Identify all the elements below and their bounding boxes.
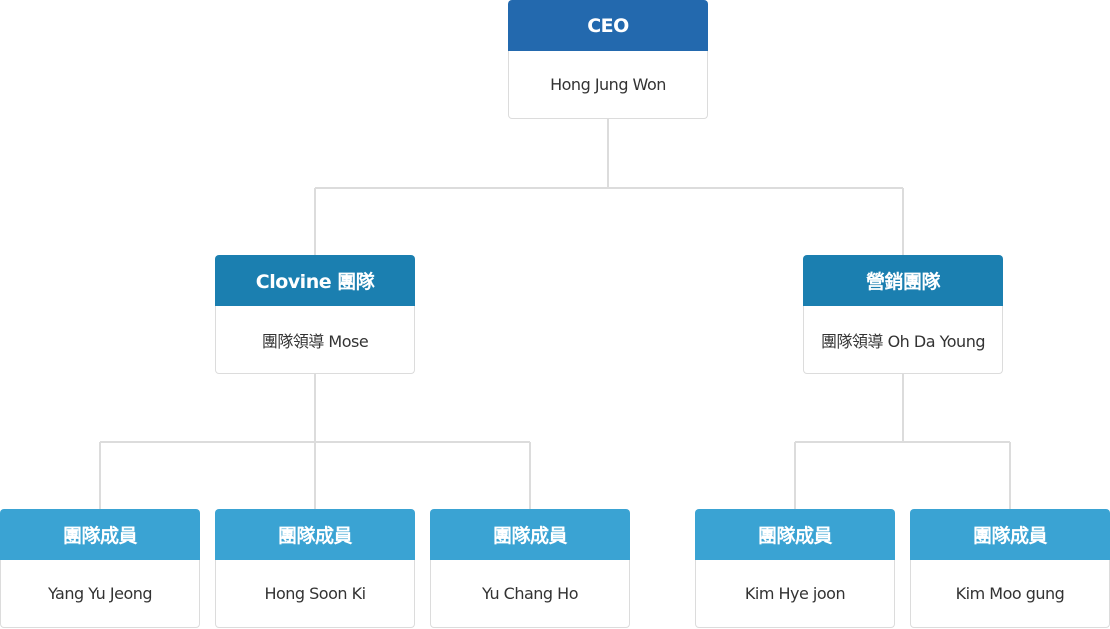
org-node-member: 團隊成員 Kim Hye joon	[695, 509, 895, 628]
connector-marketing-to-members	[794, 374, 1011, 509]
node-title: 團隊成員	[910, 509, 1110, 560]
node-title: 團隊成員	[215, 509, 415, 560]
node-name: Kim Moo gung	[910, 560, 1110, 628]
node-name: 團隊領導 Oh Da Young	[803, 306, 1003, 374]
connector-ceo-to-teams	[314, 119, 904, 255]
node-title: CEO	[508, 0, 708, 51]
org-node-ceo: CEO Hong Jung Won	[508, 0, 708, 119]
org-node-member: 團隊成員 Hong Soon Ki	[215, 509, 415, 628]
org-node-member: 團隊成員 Yu Chang Ho	[430, 509, 630, 628]
node-title: 團隊成員	[430, 509, 630, 560]
org-node-member: 團隊成員 Yang Yu Jeong	[0, 509, 200, 628]
node-name: Hong Jung Won	[508, 51, 708, 119]
node-name: 團隊領導 Mose	[215, 306, 415, 374]
node-name: Yang Yu Jeong	[0, 560, 200, 628]
org-node-member: 團隊成員 Kim Moo gung	[910, 509, 1110, 628]
org-node-marketing-team: 營銷團隊 團隊領導 Oh Da Young	[803, 255, 1003, 374]
node-name: Hong Soon Ki	[215, 560, 415, 628]
connector-clovine-to-members	[99, 374, 531, 509]
node-title: Clovine 團隊	[215, 255, 415, 306]
org-node-clovine-team: Clovine 團隊 團隊領導 Mose	[215, 255, 415, 374]
node-title: 團隊成員	[0, 509, 200, 560]
node-name: Yu Chang Ho	[430, 560, 630, 628]
node-name: Kim Hye joon	[695, 560, 895, 628]
node-title: 營銷團隊	[803, 255, 1003, 306]
node-title: 團隊成員	[695, 509, 895, 560]
